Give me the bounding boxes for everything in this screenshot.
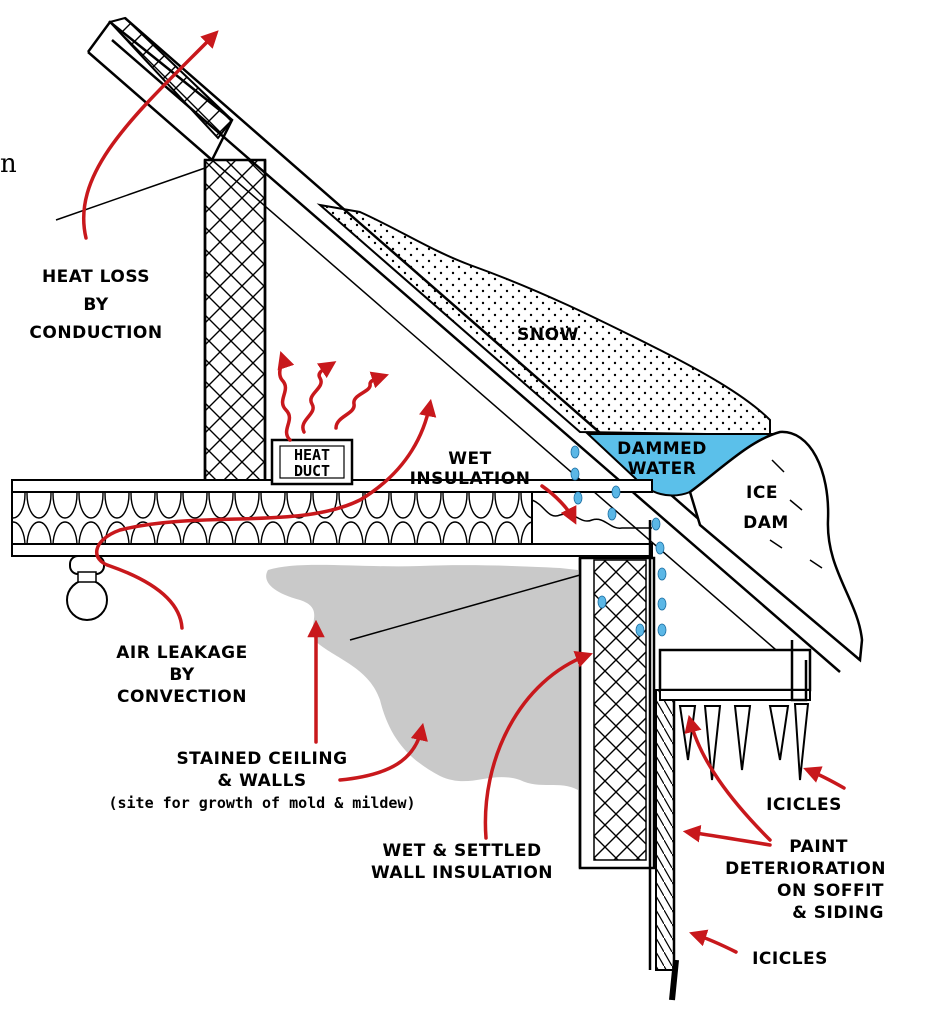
svg-text:STAINED CEILING: STAINED CEILING	[176, 749, 347, 769]
wet-insulation-arrow	[540, 484, 577, 525]
wall-insulation	[593, 559, 647, 861]
icicles-bottom-label: ICICLES	[752, 949, 828, 969]
soffit-icicles	[678, 703, 810, 781]
ice-dam-label: ICE DAM	[743, 483, 789, 533]
svg-text:ON SOFFIT: ON SOFFIT	[777, 881, 884, 901]
svg-text:(site for growth of mold & mil: (site for growth of mold & mildew)	[108, 794, 415, 812]
ceiling-insulation	[11, 491, 533, 545]
svg-text:WATER: WATER	[628, 459, 697, 479]
stain-arrow-wall	[338, 722, 428, 782]
conduction-arrow	[82, 30, 219, 240]
light-bulb	[66, 555, 108, 621]
edge-fragment-text: n	[0, 149, 17, 179]
dammed-water-label: DAMMED WATER	[617, 439, 707, 479]
wet-insulation-label: WET INSULATION	[410, 449, 531, 489]
svg-text:CONDUCTION: CONDUCTION	[29, 323, 162, 343]
svg-text:AIR LEAKAGE: AIR LEAKAGE	[116, 643, 248, 663]
svg-text:WALL INSULATION: WALL INSULATION	[371, 863, 553, 883]
red-arrows	[82, 30, 846, 954]
air-leakage-label: AIR LEAKAGE BY CONVECTION	[116, 643, 248, 707]
svg-text:BY: BY	[169, 665, 195, 685]
roof-insulation-edge	[86, 20, 234, 161]
svg-text:PAINT: PAINT	[789, 837, 848, 857]
icicles-top-label: ICICLES	[766, 795, 842, 815]
heat-duct	[270, 438, 354, 486]
siding	[655, 689, 675, 971]
heat-wave-1	[277, 351, 295, 442]
icicles-top-arrow	[803, 766, 846, 790]
wall-insulation-arrow	[483, 651, 593, 840]
svg-text:& SIDING: & SIDING	[792, 903, 884, 923]
convection-arrow	[94, 398, 437, 630]
svg-text:DAM: DAM	[743, 513, 789, 533]
knee-wall	[203, 158, 267, 492]
stain-area	[266, 564, 578, 790]
snow-layer	[316, 203, 771, 437]
svg-text:ICE: ICE	[746, 483, 778, 503]
snow-label: SNOW	[517, 325, 579, 345]
ceiling-drywall	[11, 543, 653, 557]
svg-text:BY: BY	[83, 295, 109, 315]
heat-wave-3	[334, 371, 389, 430]
svg-text:WET: WET	[448, 449, 491, 469]
heat-duct-label-1: HEAT	[294, 446, 330, 464]
paint-arrow-1	[684, 714, 772, 842]
svg-text:DAMMED: DAMMED	[617, 439, 707, 459]
heat-loss-label: HEAT LOSS BY CONDUCTION	[29, 267, 162, 343]
icicles-bottom-arrow	[689, 929, 738, 954]
svg-text:& WALLS: & WALLS	[217, 771, 306, 791]
paint-arrow-2	[682, 824, 772, 847]
stained-label: STAINED CEILING & WALLS (site for growth…	[108, 749, 415, 812]
svg-text:INSULATION: INSULATION	[410, 469, 531, 489]
paint-label: PAINT DETERIORATION ON SOFFIT & SIDING	[725, 837, 886, 923]
wet-settled-label: WET & SETTLED WALL INSULATION	[371, 841, 553, 883]
svg-text:DETERIORATION: DETERIORATION	[725, 859, 886, 879]
soffit	[658, 648, 812, 692]
ice-dam	[688, 430, 864, 663]
svg-text:WET & SETTLED: WET & SETTLED	[382, 841, 541, 861]
heat-wave-2	[301, 361, 337, 434]
heat-duct-label-2: DUCT	[294, 462, 330, 480]
svg-text:CONVECTION: CONVECTION	[117, 687, 247, 707]
svg-text:HEAT LOSS: HEAT LOSS	[42, 267, 150, 287]
water-drips	[570, 445, 667, 637]
